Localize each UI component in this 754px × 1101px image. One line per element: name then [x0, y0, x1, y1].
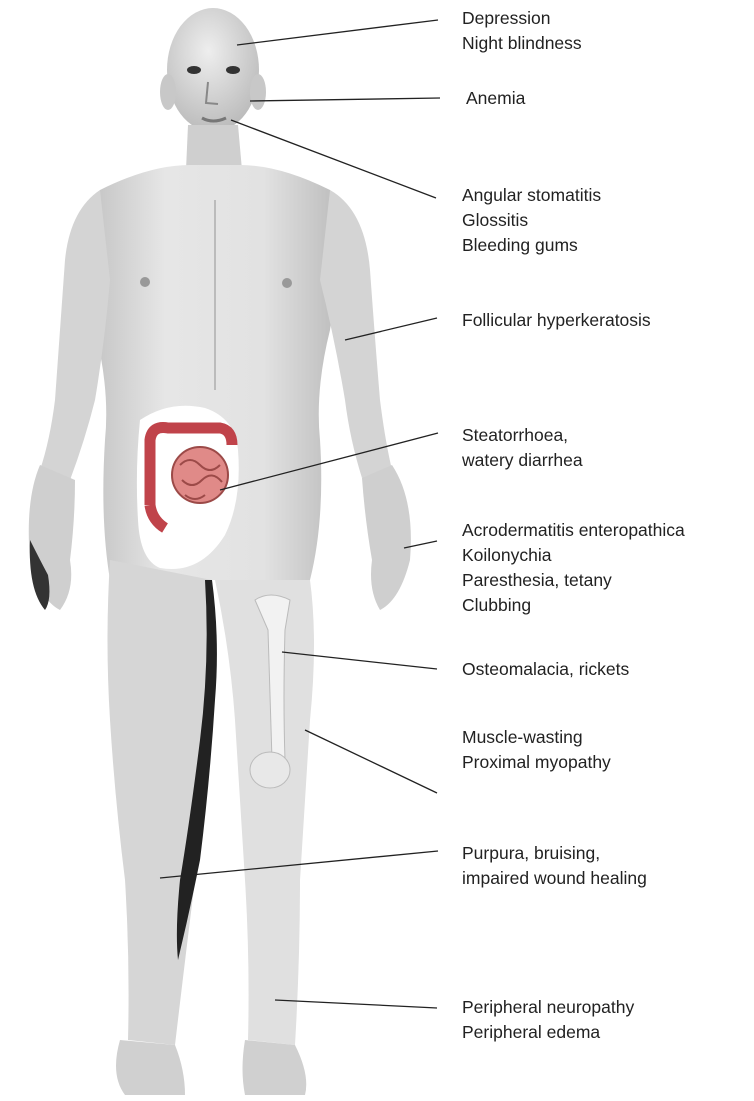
label-follicular-hyperkeratosis: Follicular hyperkeratosis [462, 308, 651, 333]
label-clubbing: Clubbing [462, 593, 685, 618]
right-hand [362, 465, 411, 610]
label-muscle-wasting: Muscle-wasting [462, 725, 611, 750]
left-arm [40, 190, 110, 480]
label-glossitis: Glossitis [462, 208, 601, 233]
right-ear [250, 74, 266, 110]
left-foot [116, 1040, 185, 1095]
label-watery-diarrhea: watery diarrhea [462, 448, 583, 473]
right-arm [320, 190, 392, 478]
label-peripheral-neuropathy: Peripheral neuropathy [462, 995, 634, 1020]
knee [250, 752, 290, 788]
label-peripheral-edema: Peripheral edema [462, 1020, 634, 1045]
left-eye [187, 66, 201, 74]
label-night-blindness: Night blindness [462, 31, 582, 56]
small-intestine [172, 447, 228, 503]
label-angular-stomatitis: Angular stomatitis [462, 183, 601, 208]
label-osteomalacia: Osteomalacia, rickets [462, 657, 629, 682]
label-bleeding-gums: Bleeding gums [462, 233, 601, 258]
label-hand: Acrodermatitis enteropathica Koilonychia… [462, 518, 685, 618]
label-depression: Depression [462, 6, 582, 31]
label-arm: Follicular hyperkeratosis [462, 308, 651, 333]
label-head: Depression Night blindness [462, 6, 582, 56]
human-figure [29, 8, 411, 1095]
label-steatorrhoea: Steatorrhoea, [462, 423, 583, 448]
label-anemia: Anemia [466, 86, 525, 111]
neck [186, 125, 242, 170]
label-nerve: Peripheral neuropathy Peripheral edema [462, 995, 634, 1045]
label-skin: Purpura, bruising, impaired wound healin… [462, 841, 647, 891]
leader-ear [250, 98, 440, 101]
label-proximal-myopathy: Proximal myopathy [462, 750, 611, 775]
label-gut: Steatorrhoea, watery diarrhea [462, 423, 583, 473]
leader-nerve [275, 1000, 437, 1008]
left-nipple [140, 277, 150, 287]
label-mouth: Angular stomatitis Glossitis Bleeding gu… [462, 183, 601, 258]
label-koilonychia: Koilonychia [462, 543, 685, 568]
label-purpura: Purpura, bruising, [462, 841, 647, 866]
head [167, 8, 259, 132]
label-wound-healing: impaired wound healing [462, 866, 647, 891]
right-nipple [282, 278, 292, 288]
label-ear: Anemia [466, 86, 525, 111]
right-eye [226, 66, 240, 74]
leader-muscle [305, 730, 437, 793]
label-muscle: Muscle-wasting Proximal myopathy [462, 725, 611, 775]
label-acrodermatitis: Acrodermatitis enteropathica [462, 518, 685, 543]
label-paresthesia: Paresthesia, tetany [462, 568, 685, 593]
right-foot [243, 1040, 307, 1095]
right-leg [215, 580, 314, 1045]
label-bone: Osteomalacia, rickets [462, 657, 629, 682]
leader-head [237, 20, 438, 45]
left-ear [160, 74, 176, 110]
